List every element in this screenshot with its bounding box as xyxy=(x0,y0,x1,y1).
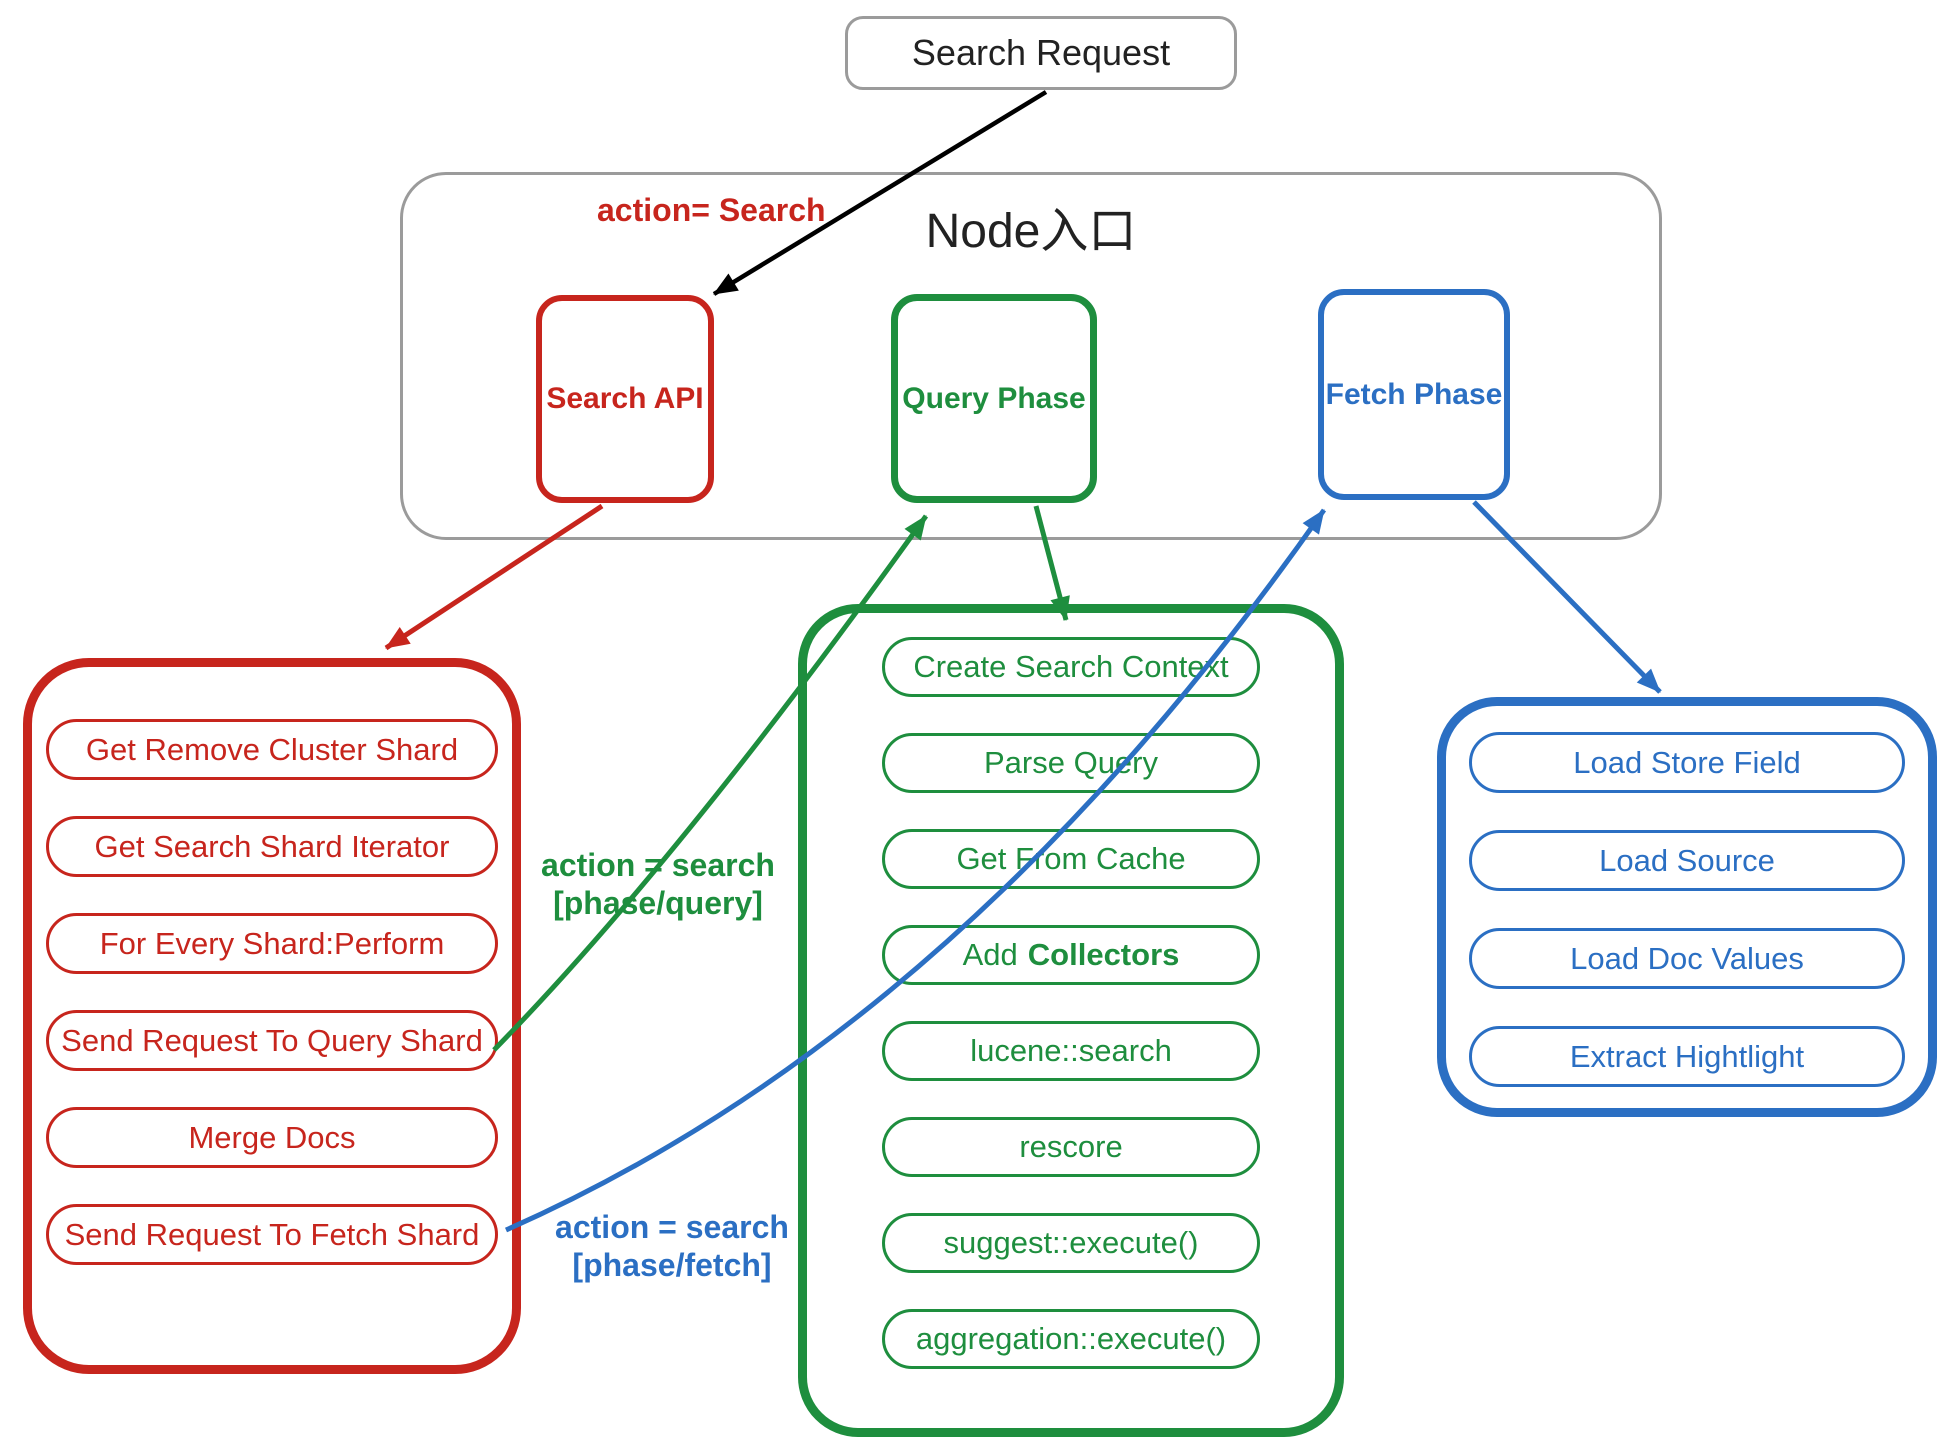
fetch-phase-label: Fetch Phase xyxy=(1325,377,1503,411)
search-request-node: Search Request xyxy=(845,16,1237,90)
step-load-store-field: Load Store Field xyxy=(1469,732,1905,793)
step-send-request-to-query-shard: Send Request To Query Shard xyxy=(46,1010,498,1071)
step-aggregation-execute: aggregation::execute() xyxy=(882,1309,1260,1369)
query-phase-node: Query Phase xyxy=(891,294,1097,503)
search-api-label: Search API xyxy=(546,382,704,415)
search-api-steps-panel: Get Remove Cluster Shard Get Search Shar… xyxy=(23,658,521,1374)
step-for-every-shard-perform: For Every Shard:Perform xyxy=(46,913,498,974)
step-lucene-search: lucene::search xyxy=(882,1021,1260,1081)
fetch-phase-node: Fetch Phase xyxy=(1318,289,1510,500)
step-load-source: Load Source xyxy=(1469,830,1905,891)
step-suggest-execute: suggest::execute() xyxy=(882,1213,1260,1273)
step-send-request-to-fetch-shard: Send Request To Fetch Shard xyxy=(46,1204,498,1265)
phase-fetch-edge-label: action = search [phase/fetch] xyxy=(555,1209,789,1284)
step-extract-highlight: Extract Hightlight xyxy=(1469,1026,1905,1087)
phase-query-edge-label: action = search [phase/query] xyxy=(541,847,775,922)
query-phase-label: Query Phase xyxy=(902,381,1086,415)
step-rescore: rescore xyxy=(882,1117,1260,1177)
add-collectors-prefix: Add xyxy=(962,937,1018,972)
step-add-collectors: Add Collectors xyxy=(882,925,1260,985)
fetch-phase-steps-panel: Load Store Field Load Source Load Doc Va… xyxy=(1437,697,1937,1117)
search-api-node: Search API xyxy=(536,295,714,503)
query-phase-steps-panel: Create Search Context Parse Query Get Fr… xyxy=(798,604,1344,1437)
step-get-from-cache: Get From Cache xyxy=(882,829,1260,889)
step-merge-docs: Merge Docs xyxy=(46,1107,498,1168)
add-collectors-bold: Collectors xyxy=(1027,937,1180,972)
step-parse-query: Parse Query xyxy=(882,733,1260,793)
action-search-edge-label: action= Search xyxy=(597,192,826,228)
node-entry-title: Node入口 xyxy=(925,205,1137,258)
search-request-label: Search Request xyxy=(911,32,1171,73)
step-get-remove-cluster-shard: Get Remove Cluster Shard xyxy=(46,719,498,780)
step-create-search-context: Create Search Context xyxy=(882,637,1260,697)
step-load-doc-values: Load Doc Values xyxy=(1469,928,1905,989)
step-get-search-shard-iterator: Get Search Shard Iterator xyxy=(46,816,498,877)
